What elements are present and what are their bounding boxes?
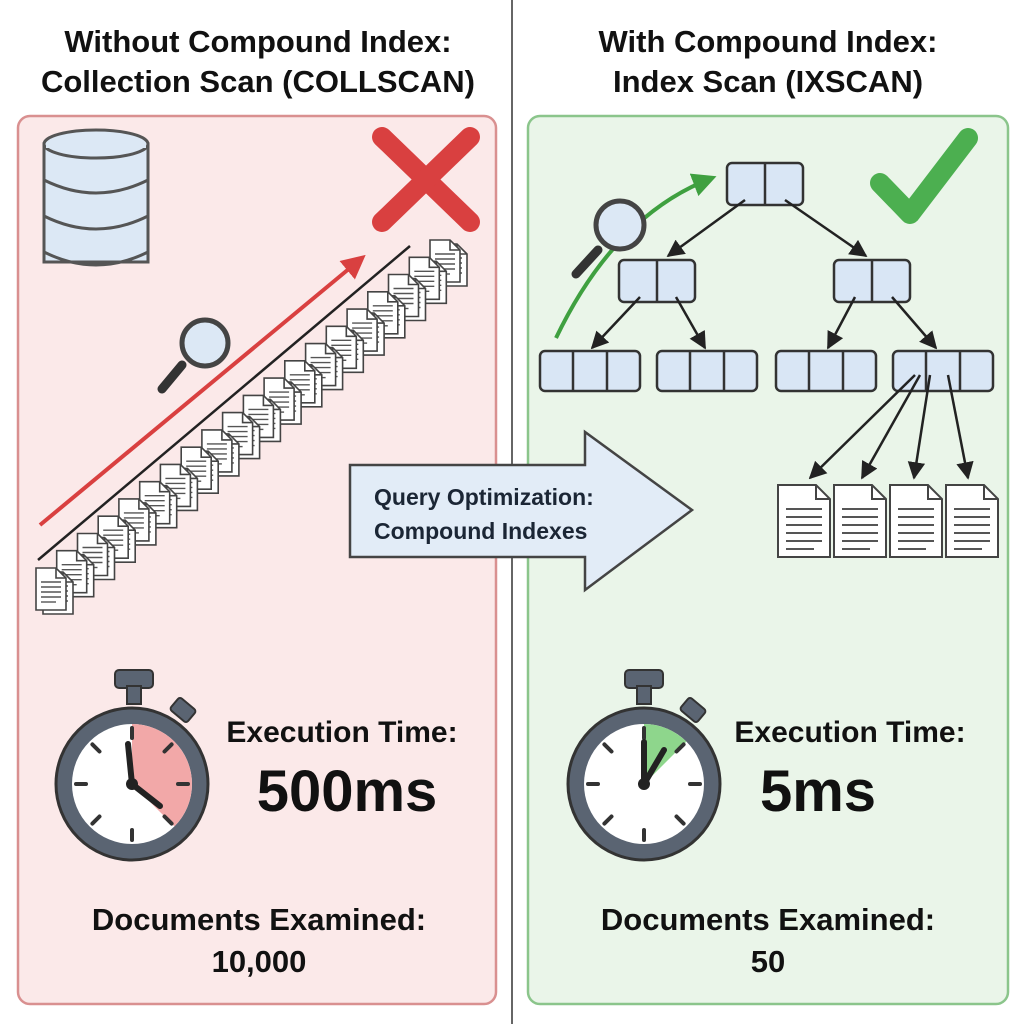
left-docs-label: Documents Examined:: [91, 902, 427, 937]
index-tree: [538, 161, 995, 393]
left-title: Without Compound Index: Collection Scan …: [8, 22, 508, 102]
left-title-line2: Collection Scan (COLLSCAN): [40, 64, 475, 99]
left-exec-value: 500ms: [256, 759, 438, 824]
right-exec-value: 5ms: [759, 759, 877, 824]
optimization-arrow: [348, 429, 695, 593]
database-icon: [42, 128, 150, 267]
magnifier-icon: [157, 317, 231, 394]
magnifier-icon: [571, 198, 647, 279]
collection-baseline: [37, 245, 411, 561]
left-docs-value: 10,000: [211, 944, 307, 979]
tree-leaf-3: [774, 349, 878, 393]
right-docs-label: Documents Examined:: [600, 902, 936, 937]
right-docs-value: 50: [750, 944, 786, 979]
tree-leaf-2: [655, 349, 759, 393]
right-title-line1: With Compound Index:: [598, 24, 938, 59]
optimization-label-line1: Query Optimization:: [374, 484, 594, 510]
stopwatch-icon: [54, 669, 210, 862]
right-title: With Compound Index: Index Scan (IXSCAN): [518, 22, 1018, 102]
checkmark-icon: [870, 128, 978, 224]
right-exec-label: Execution Time:: [734, 716, 966, 749]
optimization-label-line2: Compound Indexes: [374, 518, 588, 544]
elapsed-sector: [132, 724, 192, 827]
tree-leaf-1: [538, 349, 642, 393]
document-icon: [35, 567, 67, 611]
tree-leaf-4: [891, 349, 995, 393]
right-title-line2: Index Scan (IXSCAN): [612, 64, 924, 99]
left-title-line1: Without Compound Index:: [64, 24, 452, 59]
stopwatch-icon: [566, 669, 722, 862]
cross-icon: [372, 127, 480, 232]
tree-edges: [590, 198, 974, 480]
left-exec-label: Execution Time:: [226, 716, 458, 749]
optimization-label: Query Optimization: Compound Indexes: [352, 480, 662, 548]
scan-direction-arrow: [38, 254, 366, 527]
